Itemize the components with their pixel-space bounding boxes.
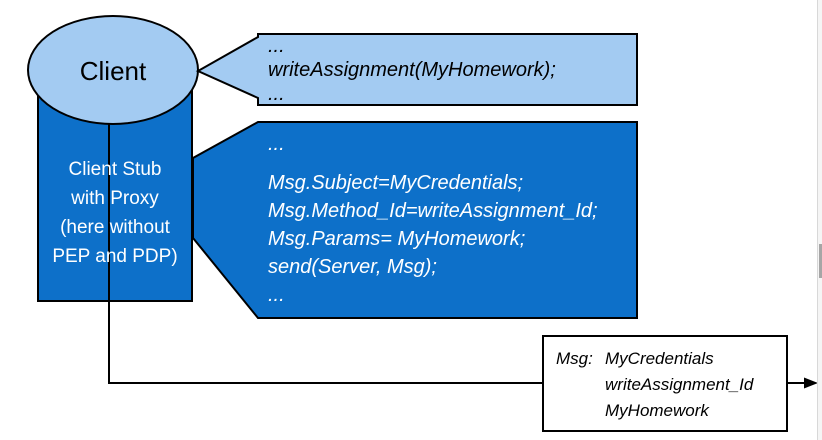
code-line: ... bbox=[268, 35, 285, 57]
message-box-rows: Msg: MyCredentials writeAssignment_Id MyH… bbox=[556, 346, 753, 424]
code-line: Msg.Method_Id=writeAssignment_Id; bbox=[268, 200, 598, 222]
message-value: MyCredentials bbox=[605, 349, 714, 368]
code-line: ... bbox=[268, 83, 285, 105]
message-label: Msg: bbox=[556, 349, 593, 368]
arrowhead-icon bbox=[804, 377, 818, 389]
code-line: writeAssignment(MyHomework); bbox=[268, 59, 556, 81]
message-value: MyHomework bbox=[605, 401, 709, 420]
client-stub-line: with Proxy bbox=[71, 188, 159, 209]
code-line: ... bbox=[268, 133, 285, 155]
client-stub-label: Client Stub with Proxy (here without PEP… bbox=[38, 155, 192, 271]
message-box: Msg: MyCredentials writeAssignment_Id MyH… bbox=[542, 335, 788, 432]
client-label: Client bbox=[79, 56, 147, 86]
code-line: Msg.Params= MyHomework; bbox=[268, 228, 526, 250]
client-stub-line: (here without bbox=[60, 217, 170, 238]
message-row: Msg: MyCredentials bbox=[556, 346, 753, 372]
client-stub-line: Client Stub bbox=[68, 159, 162, 180]
message-row: writeAssignment_Id bbox=[556, 372, 753, 398]
client-stub-line: PEP and PDP) bbox=[52, 246, 178, 267]
code-line: send(Server, Msg); bbox=[268, 256, 437, 278]
client-code-callout-shape bbox=[195, 33, 638, 106]
message-row: MyHomework bbox=[556, 398, 753, 424]
client-code-callout-text: ... writeAssignment(MyHomework); ... bbox=[268, 34, 556, 106]
scrollbar-track[interactable] bbox=[817, 0, 822, 440]
scrollbar-thumb[interactable] bbox=[819, 244, 822, 278]
code-line: ... bbox=[268, 284, 285, 306]
stub-code-callout-shape bbox=[192, 121, 638, 319]
message-value: writeAssignment_Id bbox=[605, 375, 754, 394]
code-line: Msg.Subject=MyCredentials; bbox=[268, 172, 524, 194]
stub-code-callout-text: ... Msg.Subject=MyCredentials; Msg.Metho… bbox=[268, 130, 598, 309]
